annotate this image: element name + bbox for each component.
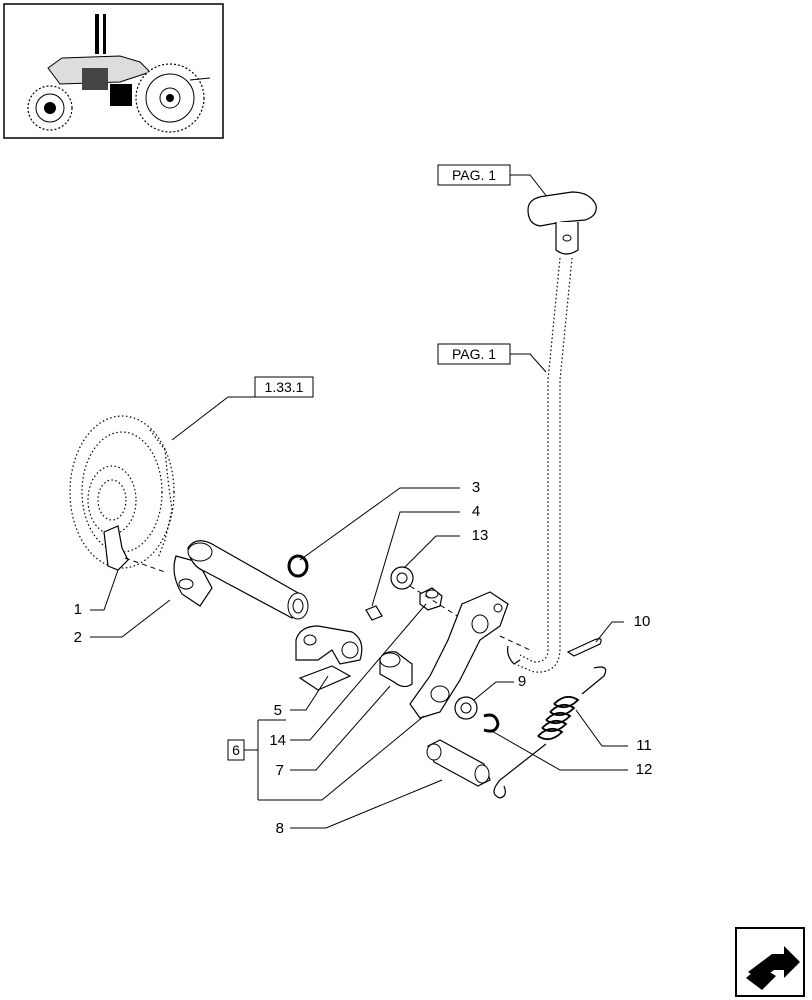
- label-part-3: 3: [472, 479, 480, 496]
- part-4-pin: [365, 605, 383, 621]
- assembly-axis: [409, 585, 471, 625]
- section-ref[interactable]: 1.33.1: [254, 376, 314, 398]
- part-13-washer: [390, 566, 414, 590]
- tractor-thumbnail-icon[interactable]: [3, 3, 224, 139]
- group-ref-label: 6: [232, 742, 240, 758]
- part-11-spring: [493, 666, 607, 799]
- label-part-1: 1: [74, 601, 82, 618]
- label-part-12: 12: [636, 761, 653, 778]
- label-part-11: 11: [636, 737, 652, 754]
- label-part-4: 4: [472, 503, 480, 520]
- page-ref-top[interactable]: PAG. 1: [437, 164, 511, 186]
- part-3-o-ring: [287, 554, 309, 578]
- part-10-cotter-pin: [566, 638, 602, 657]
- label-part-14: 14: [269, 732, 286, 749]
- t-handle: [527, 191, 597, 255]
- section-ref-label: 1.33.1: [265, 379, 304, 395]
- part-7-sleeve: [379, 651, 413, 688]
- part-5-clamp: [295, 625, 363, 691]
- label-part-2: 2: [74, 629, 82, 646]
- lever-arm: [409, 591, 509, 719]
- gear-assembly: [69, 415, 175, 569]
- label-part-10: 10: [634, 613, 651, 630]
- part-9-washer: [454, 696, 478, 720]
- leader-page-ref-top: [510, 174, 549, 199]
- label-part-13: 13: [472, 527, 489, 544]
- part-12-circlip: [483, 713, 500, 733]
- next-page-arrow-icon[interactable]: [735, 927, 805, 997]
- page-ref-mid-label: PAG. 1: [452, 346, 496, 362]
- group-6-bracket: 6: [227, 719, 322, 801]
- label-part-8: 8: [276, 820, 284, 837]
- label-part-9: 9: [518, 673, 526, 690]
- page-ref-mid[interactable]: PAG. 1: [437, 343, 511, 365]
- control-rod: [507, 257, 573, 673]
- leader-section-ref: [171, 396, 255, 441]
- label-part-5: 5: [274, 702, 282, 719]
- leader-page-ref-mid: [510, 353, 547, 373]
- label-part-7: 7: [276, 762, 284, 779]
- page-ref-top-label: PAG. 1: [452, 167, 496, 183]
- part-2-shaft: [124, 540, 309, 620]
- leader-lines: [90, 487, 628, 829]
- part-1-lever-tab: [103, 525, 129, 571]
- assembly-axis-2: [499, 635, 531, 651]
- part-8-stud: [426, 739, 491, 787]
